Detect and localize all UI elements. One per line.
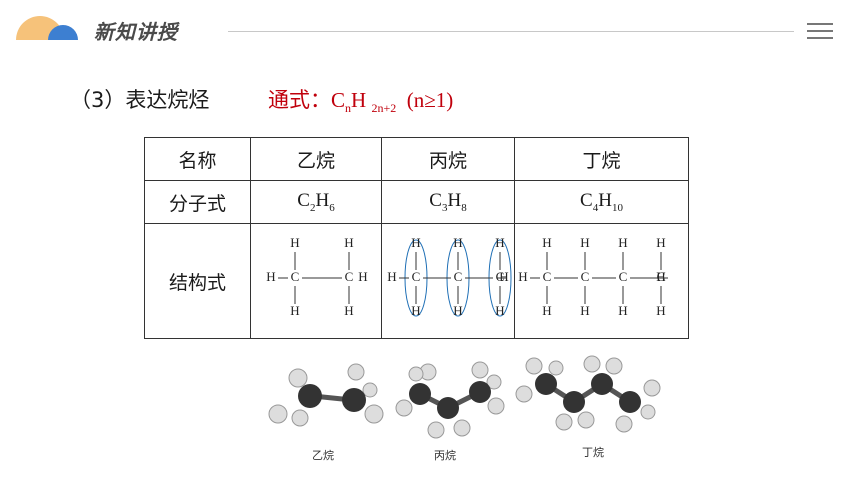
carbon-atom: C xyxy=(412,269,421,284)
header-divider xyxy=(228,31,794,32)
hydrogen-atom: H xyxy=(499,269,508,284)
header-cell-name: 名称 xyxy=(144,137,251,181)
ball-stick-models xyxy=(268,355,661,439)
hydrogen-atom: H xyxy=(411,303,420,318)
propane-model xyxy=(395,361,505,439)
formula-ethane: C2H6 xyxy=(250,180,382,224)
carbon-atom: C xyxy=(543,269,552,284)
caption-ethane: 乙烷 xyxy=(312,449,334,462)
formula-c: C xyxy=(331,88,346,112)
section-heading: （3）表达烷烃 xyxy=(70,88,210,112)
caption-butane: 丁烷 xyxy=(582,446,604,459)
hydrogen-atom: H xyxy=(495,303,504,318)
formula-sub-n: n xyxy=(345,101,352,116)
formula-propane: C3H8 xyxy=(381,180,515,224)
header-cell-butane: 丁烷 xyxy=(514,137,689,181)
hydrogen-atom: H xyxy=(387,269,396,284)
formula-h: H xyxy=(351,88,367,112)
hydrogen-atom: H xyxy=(411,235,420,250)
header-title: 新知讲授 xyxy=(94,20,178,44)
hydrogen-atom: H xyxy=(495,235,504,250)
hydrogen-atom: H xyxy=(580,303,589,318)
hydrogen-atom: H xyxy=(453,303,462,318)
hydrogen-atom: H xyxy=(358,269,367,284)
header-cell-ethane: 乙烷 xyxy=(250,137,382,181)
hydrogen-atom: H xyxy=(453,235,462,250)
carbon-atom: C xyxy=(291,269,300,284)
hydrogen-atom: H xyxy=(656,303,665,318)
hydrogen-atom: H xyxy=(542,303,551,318)
hydrogen-atom: H xyxy=(518,269,527,284)
carbon-atom: C xyxy=(657,269,666,284)
header-cell-propane: 丙烷 xyxy=(381,137,515,181)
carbon-atom: C xyxy=(496,269,505,284)
row-label-formula: 分子式 xyxy=(144,180,251,224)
butane-model xyxy=(515,355,661,433)
hydrogen-atom: H xyxy=(618,235,627,250)
hydrogen-atom: H xyxy=(618,303,627,318)
hydrogen-atom: H xyxy=(656,269,665,284)
hydrogen-atom: H xyxy=(580,235,589,250)
hydrogen-atom: H xyxy=(344,235,353,250)
hydrogen-atom: H xyxy=(656,235,665,250)
menu-icon[interactable] xyxy=(807,22,833,40)
carbon-atom: C xyxy=(581,269,590,284)
formula-sub-2n2: 2n+2 xyxy=(371,101,397,116)
caption-propane: 丙烷 xyxy=(434,449,456,462)
carbon-atom: C xyxy=(454,269,463,284)
hydrogen-atom: H xyxy=(542,235,551,250)
formula-prefix: 通式： xyxy=(268,88,331,112)
hydrogen-atom: H xyxy=(290,235,299,250)
formula-condition: (n≥1) xyxy=(406,88,454,112)
ethane-model xyxy=(268,363,384,427)
formula-butane: C4H10 xyxy=(514,180,689,224)
logo-icon xyxy=(16,16,78,40)
carbon-atom: C xyxy=(619,269,628,284)
general-formula: 通式：CnH 2n+2 (n≥1) xyxy=(268,84,453,116)
header-bar: 新知讲授 xyxy=(0,0,860,60)
hydrogen-atom: H xyxy=(266,269,275,284)
hydrogen-atom: H xyxy=(290,303,299,318)
carbon-atom: C xyxy=(345,269,354,284)
hydrogen-atom: H xyxy=(344,303,353,318)
row-label-structure: 结构式 xyxy=(144,223,251,339)
